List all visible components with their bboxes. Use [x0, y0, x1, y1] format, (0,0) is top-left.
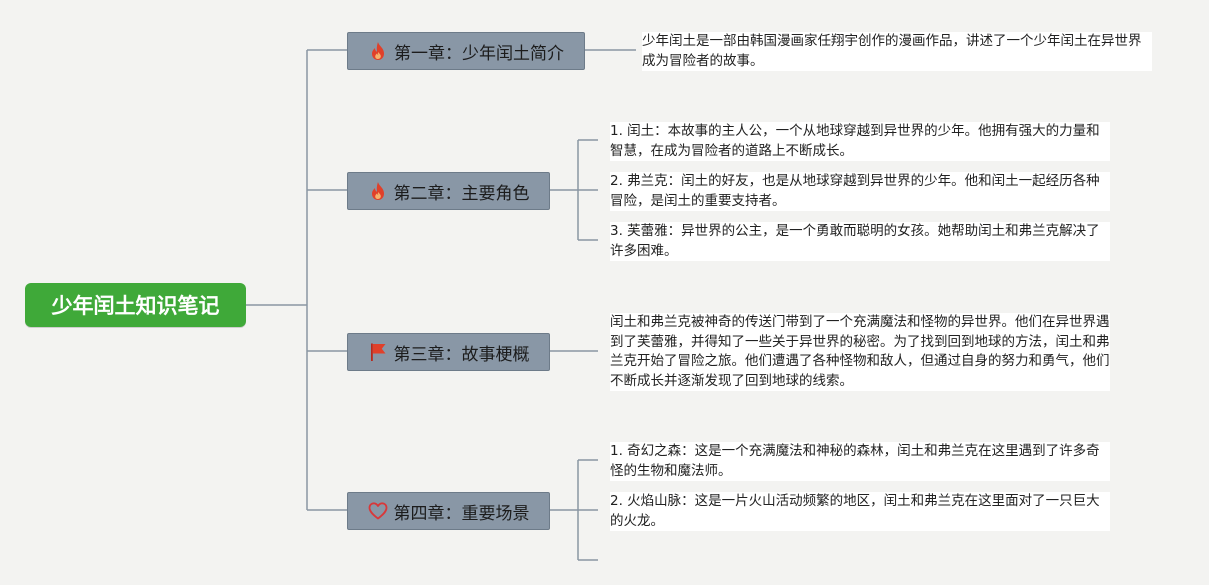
flag-icon: [368, 342, 388, 362]
chapter-3-node[interactable]: 第三章：故事梗概: [347, 333, 550, 371]
chapter-2-title: 第二章：主要角色: [393, 183, 530, 204]
chapter-1-node[interactable]: 第一章：少年闰土简介: [347, 32, 585, 70]
chapter-2-item-3: 3. 芙蕾雅：异世界的公主，是一个勇敢而聪明的女孩。她帮助闰土和弗兰克解决了许多…: [610, 222, 1110, 261]
chapter-1-title: 第一章：少年闰土简介: [394, 43, 564, 64]
chapter-4-node[interactable]: 第四章：重要场景: [347, 492, 550, 530]
chapter-3-text: 闰土和弗兰克被神奇的传送门带到了一个充满魔法和怪物的异世界。他们在异世界遇到了芙…: [610, 313, 1110, 391]
heart-icon: [368, 501, 388, 521]
chapter-4-title: 第四章：重要场景: [393, 503, 530, 524]
chapter-4-item-2: 2. 火焰山脉：这是一片火山活动频繁的地区，闰土和弗兰克在这里面对了一只巨大的火…: [610, 492, 1110, 531]
chapter-2-node[interactable]: 第二章：主要角色: [347, 172, 550, 210]
root-label: 少年闰土知识笔记: [51, 294, 220, 318]
chapter-4-item-1: 1. 奇幻之森：这是一个充满魔法和神秘的森林，闰土和弗兰克在这里遇到了许多奇怪的…: [610, 442, 1110, 481]
fire-icon: [368, 181, 388, 201]
chapter-2-item-1: 1. 闰土：本故事的主人公，一个从地球穿越到异世界的少年。他拥有强大的力量和智慧…: [610, 122, 1110, 161]
root-node[interactable]: 少年闰土知识笔记: [25, 283, 246, 327]
chapter-3-title: 第三章：故事梗概: [393, 344, 530, 365]
chapter-2-item-2: 2. 弗兰克：闰土的好友，也是从地球穿越到异世界的少年。他和闰土一起经历各种冒险…: [610, 172, 1110, 211]
fire-icon: [368, 41, 388, 61]
chapter-1-text: 少年闰土是一部由韩国漫画家任翔宇创作的漫画作品，讲述了一个少年闰土在异世界成为冒…: [642, 32, 1152, 71]
